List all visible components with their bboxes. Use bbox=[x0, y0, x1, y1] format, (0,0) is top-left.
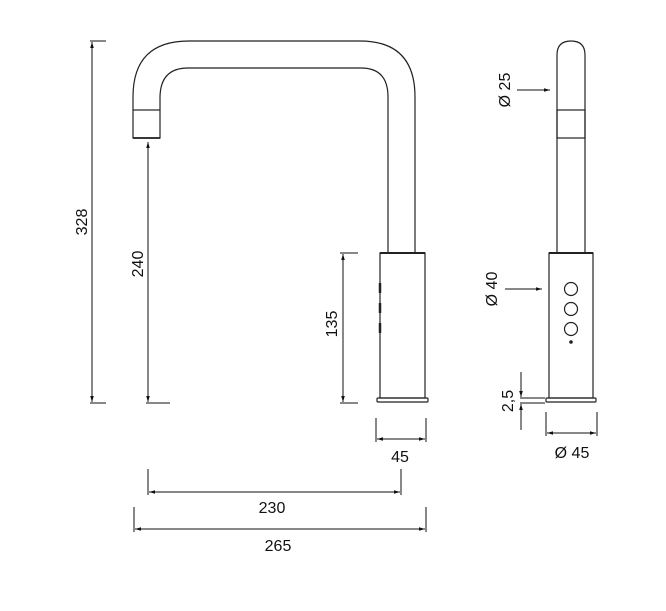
spout-side-outline bbox=[556, 40, 586, 253]
dim-side-base-diameter: Ø 45 bbox=[555, 445, 590, 462]
base-plate bbox=[376, 397, 429, 403]
front-dimensions bbox=[90, 40, 427, 532]
spout-outer-outline bbox=[132, 40, 416, 252]
sensor-circle bbox=[563, 281, 579, 297]
dim-base-diameter: 45 bbox=[391, 449, 409, 466]
sensor-dot bbox=[569, 340, 573, 344]
base-body bbox=[379, 252, 426, 399]
dim-overall-depth: 265 bbox=[265, 538, 292, 555]
dim-outlet-height: 240 bbox=[130, 251, 147, 278]
sensor-circle bbox=[563, 301, 579, 317]
dim-plate-thickness: 2,5 bbox=[500, 390, 517, 412]
front-view bbox=[132, 40, 429, 403]
dim-base-height: 135 bbox=[324, 311, 341, 338]
spout-inner-outline bbox=[159, 67, 389, 252]
side-dimensions bbox=[505, 88, 598, 436]
side-view bbox=[545, 40, 597, 403]
dim-spout-diameter: Ø 25 bbox=[497, 73, 514, 108]
dim-spout-reach: 230 bbox=[259, 500, 286, 517]
dim-overall-height: 328 bbox=[74, 209, 91, 236]
spout-band bbox=[556, 109, 586, 139]
spout-outlet bbox=[132, 109, 161, 139]
dim-body-diameter: Ø 40 bbox=[484, 272, 501, 307]
sensor-circle bbox=[563, 321, 579, 337]
side-base-body bbox=[548, 252, 594, 399]
side-base-plate bbox=[545, 397, 597, 403]
